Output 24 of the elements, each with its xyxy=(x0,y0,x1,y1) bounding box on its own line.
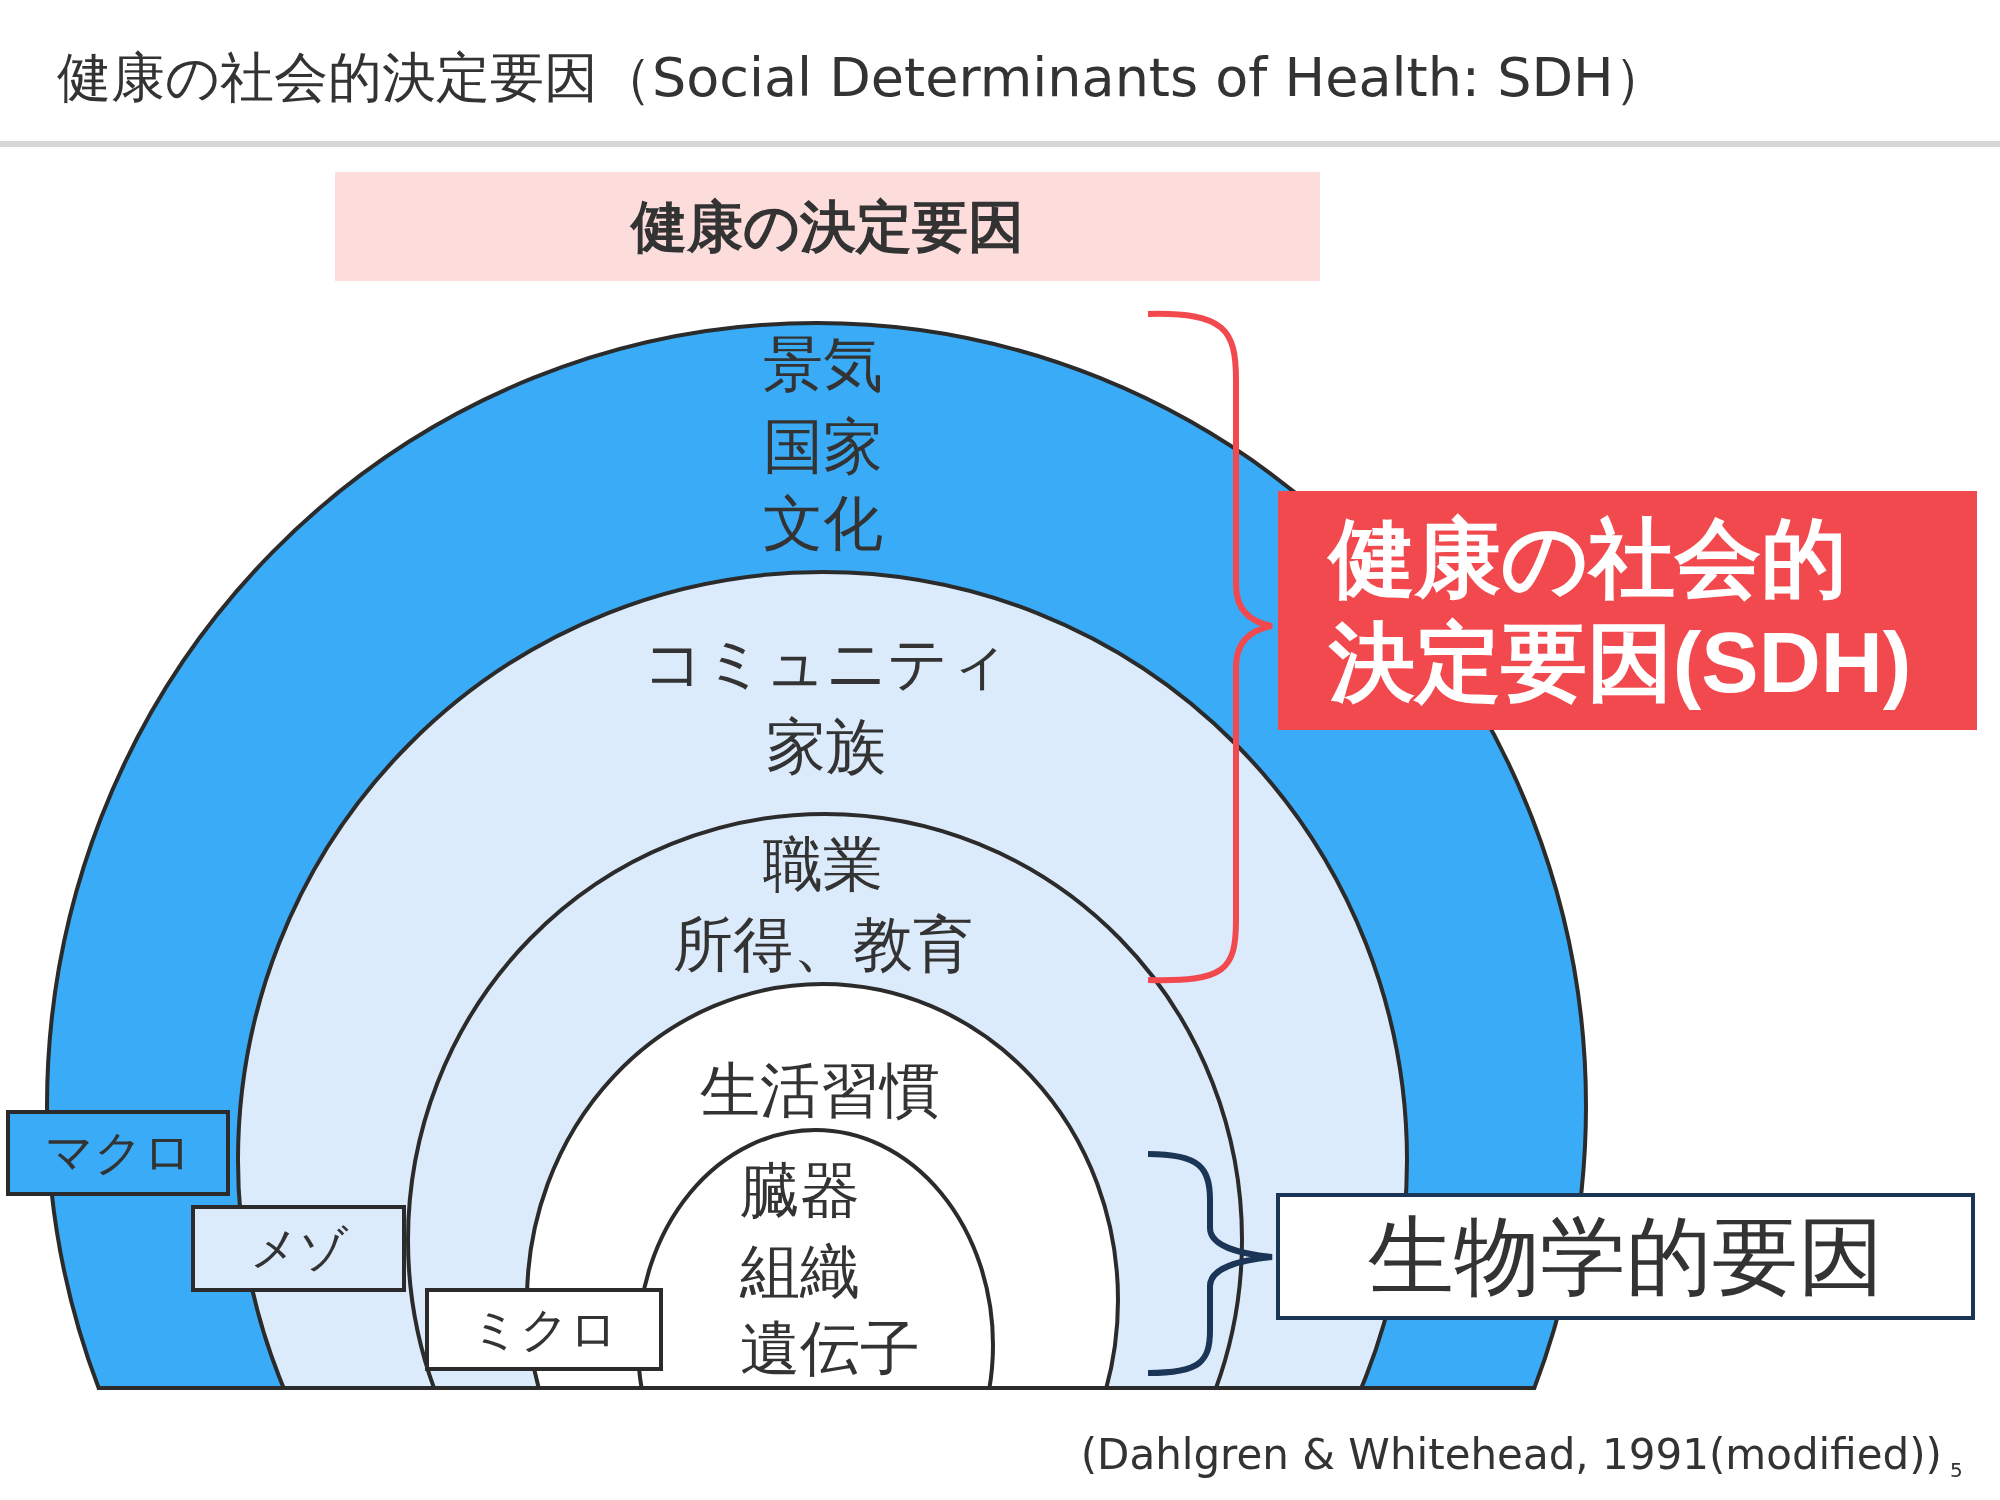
citation: (Dahlgren & Whitehead, 1991(modified)) xyxy=(1080,1430,1942,1479)
box-label: 健康の社会的決定要因(SDH) xyxy=(1328,509,1913,712)
box-label: 生物学的要因 xyxy=(1367,1206,1884,1306)
level-tab xyxy=(6,1110,230,1196)
header-band xyxy=(335,172,1320,281)
ring-label: 家族 xyxy=(766,713,886,779)
title: 健康の社会的決定要因（Social Determinants of Health: SDH） xyxy=(57,46,1668,111)
ring-label: コミュニティ xyxy=(643,630,1009,696)
page-number: 5 xyxy=(1950,1458,1963,1482)
box-label: 健康の決定要因 xyxy=(631,193,1024,260)
callout-box xyxy=(1276,1193,1975,1320)
box-label: ミクロ xyxy=(470,1301,618,1358)
ring-label: 臓器 xyxy=(740,1157,860,1223)
ring-label: 生活習慣 xyxy=(700,1057,940,1123)
ring-label: 所得、教育 xyxy=(673,911,973,977)
ring-label: 職業 xyxy=(763,831,883,897)
callout-box xyxy=(1278,491,1977,730)
ring-label: 遺伝子 xyxy=(740,1315,920,1381)
box-label: マクロ xyxy=(44,1125,192,1182)
ring-label: 景気 xyxy=(763,331,883,397)
box-label: メゾ xyxy=(249,1220,348,1277)
ring-label: 組織 xyxy=(740,1238,860,1304)
ring-label: 国家 xyxy=(763,413,883,479)
ring-label: 文化 xyxy=(763,490,883,556)
